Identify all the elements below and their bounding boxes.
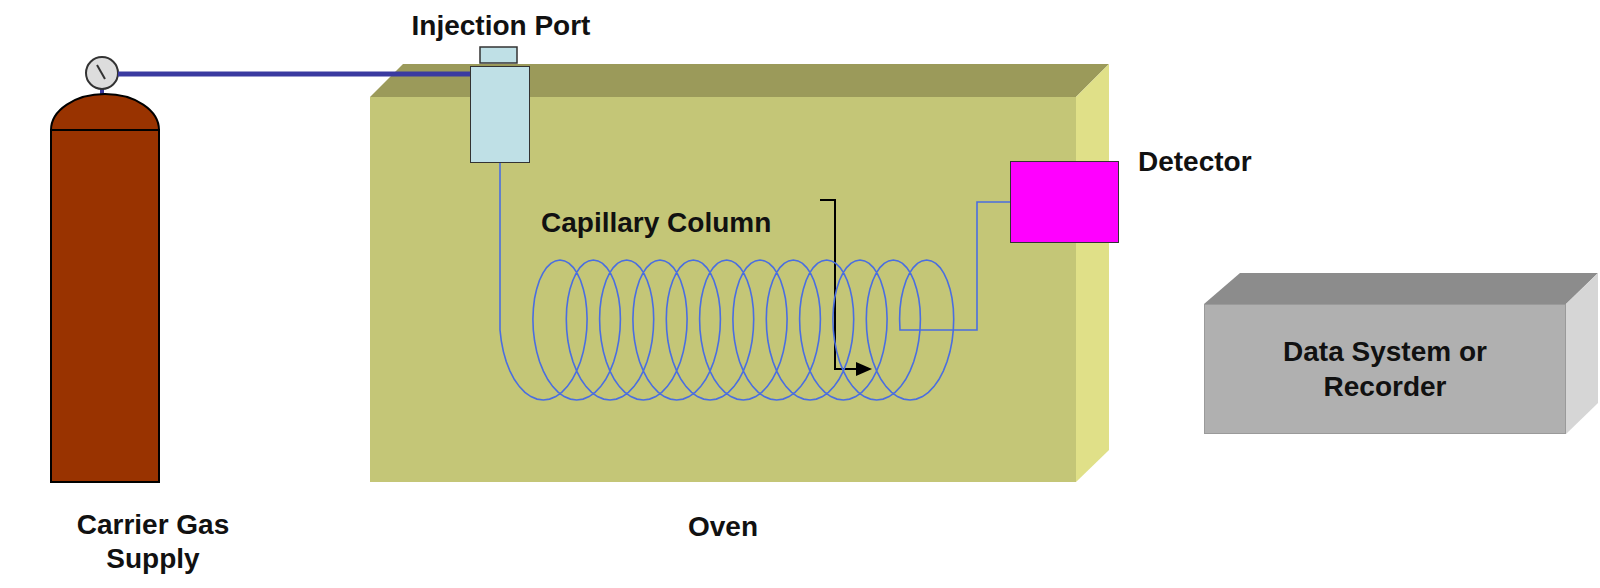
part-label: Detector xyxy=(1138,145,1308,179)
box-text: Data System or Recorder xyxy=(1278,334,1493,404)
data-system-box: Data System or Recorder xyxy=(1204,304,1566,434)
gas-cylinder: Carrier Gas Supply xyxy=(51,57,159,482)
part-label: Injection Port xyxy=(356,9,646,43)
oven-side xyxy=(1076,64,1109,482)
pressure-gauge xyxy=(86,57,118,89)
part-label: Capillary Column xyxy=(541,206,771,240)
leader-arrowhead xyxy=(856,362,872,376)
gas-line xyxy=(118,72,470,77)
part-label: Oven xyxy=(370,510,1076,544)
capillary-column xyxy=(500,163,1010,400)
cylinder-dome xyxy=(51,94,159,130)
data-system-top xyxy=(1204,273,1598,304)
injection-port: Injection Port xyxy=(470,66,530,163)
detector-box: Detector xyxy=(1010,161,1119,243)
part-label: Carrier Gas Supply xyxy=(48,508,258,575)
gauge-needle xyxy=(97,65,105,79)
cylinder-body xyxy=(51,130,159,482)
data-system-side xyxy=(1566,273,1598,434)
port-cap xyxy=(480,47,517,63)
